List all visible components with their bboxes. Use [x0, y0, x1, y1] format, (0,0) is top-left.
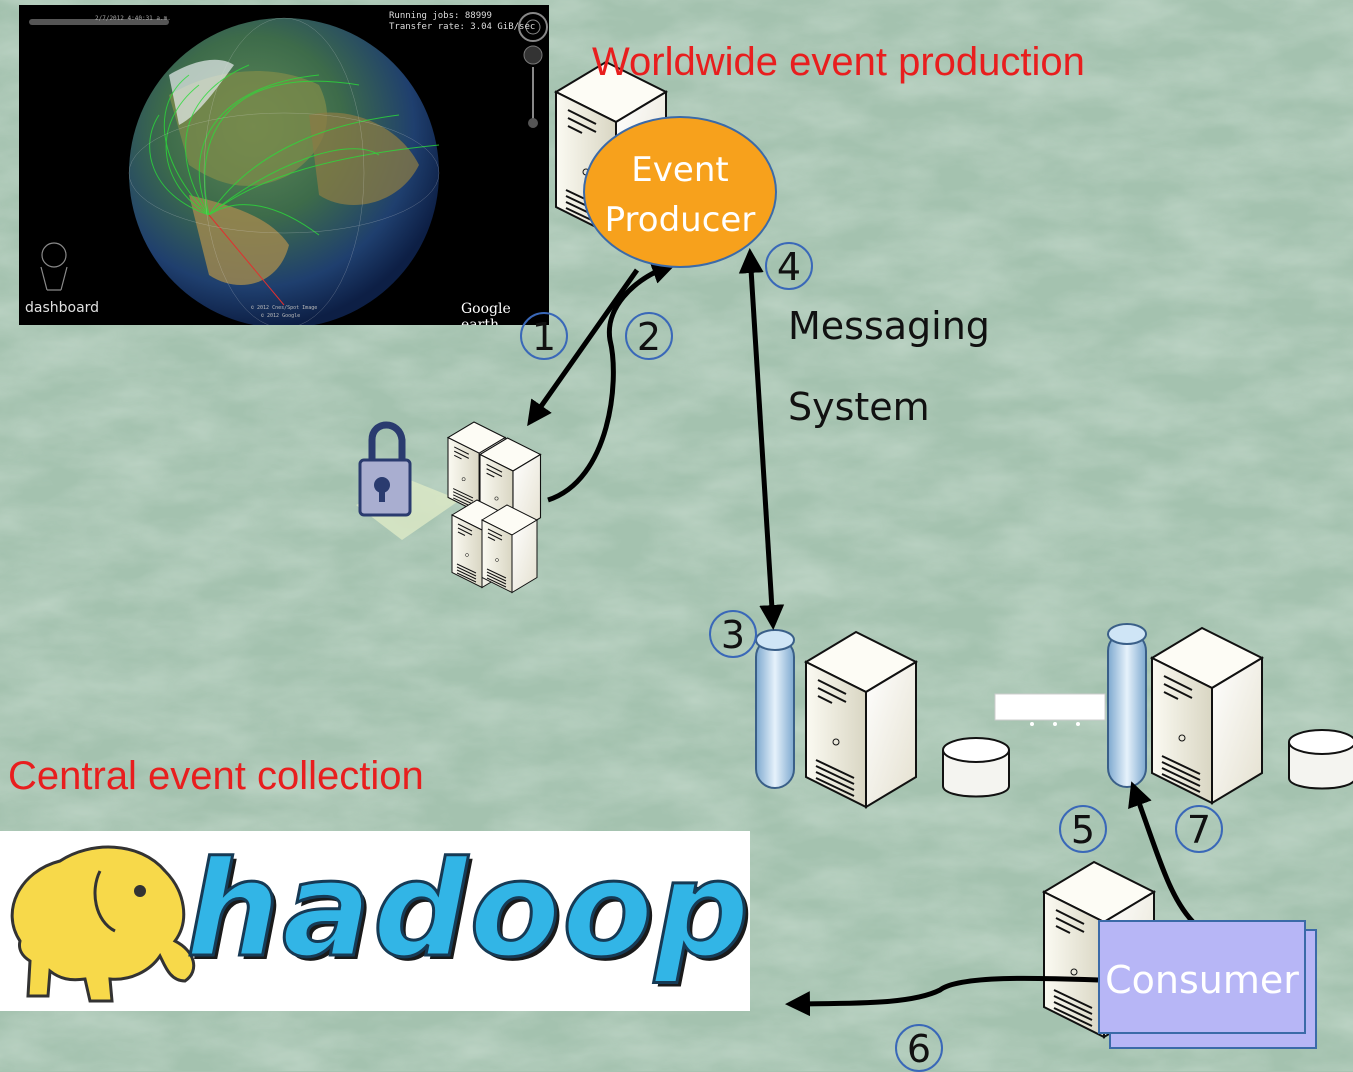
messaging-label: Messaging	[788, 304, 990, 348]
transfer-rate-readout: Transfer rate: 3.04 GiB/sec	[389, 22, 536, 32]
step-5-marker: 5	[1059, 805, 1107, 853]
auth-server-icon	[481, 504, 538, 593]
google-earth-brand: Google earth	[461, 301, 511, 325]
copyright-line-2: © 2012 Google	[261, 313, 301, 319]
broker-link	[994, 693, 1106, 726]
event-producer-label: Event Producer	[585, 145, 775, 245]
hadoop-logo: hadoop hadoop	[0, 831, 753, 1011]
step-7-marker: 7	[1175, 805, 1223, 853]
event-producer-line-2: Producer	[604, 200, 756, 240]
step-1-marker: 1	[520, 312, 568, 360]
globe-illustration	[29, 12, 548, 325]
hadoop-wordmark: hadoop	[184, 832, 752, 989]
copyright-line-1: © 2012 Cnes/Spot Image	[251, 305, 318, 311]
database-icon	[1288, 729, 1353, 790]
broker-server-icon	[805, 631, 917, 808]
step-3-marker: 3	[709, 610, 757, 658]
step-6-marker: 6	[895, 1024, 943, 1072]
hadoop-wordmark-shadow: hadoop	[190, 837, 756, 991]
queue-cylinder-icon	[755, 629, 795, 789]
dashboard-globe-screenshot: Running jobs: 88999 Transfer rate: 3.04 …	[19, 5, 549, 325]
event-producer-ellipse	[583, 116, 777, 268]
flow-arrows	[527, 248, 1198, 1017]
consumer-label: Consumer	[1105, 958, 1299, 1002]
step-2-marker: 2	[625, 312, 673, 360]
consumer-box	[1098, 920, 1306, 1034]
event-producer-line-1: Event	[631, 150, 729, 190]
lock-icon	[356, 421, 460, 540]
queue-cylinder-icon	[1107, 623, 1147, 788]
central-heading: Central event collection	[8, 754, 424, 798]
elephant-icon	[10, 845, 196, 1003]
dashboard-date: 2/7/2012 4:40:31 a.m.	[95, 15, 171, 22]
system-label: System	[788, 385, 930, 429]
step-4-marker: 4	[765, 242, 813, 290]
running-jobs-readout: Running jobs: 88999	[389, 11, 492, 21]
database-icon	[942, 737, 1010, 798]
dashboard-logo: dashboard	[25, 300, 100, 316]
broker-server-icon	[1151, 627, 1263, 804]
worldwide-heading: Worldwide event production	[592, 40, 1085, 84]
